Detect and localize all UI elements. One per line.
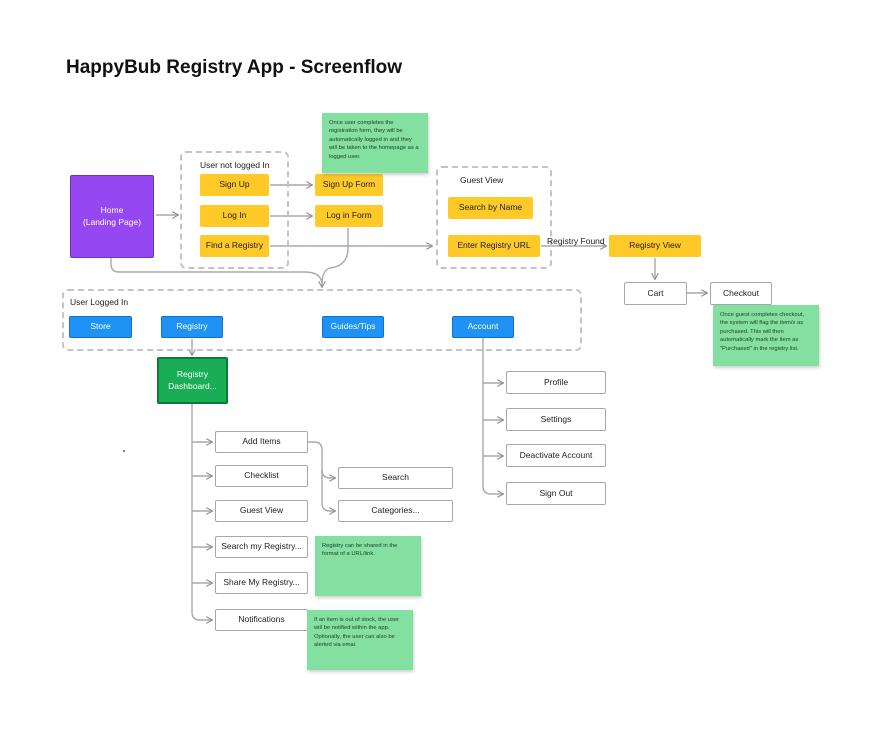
store-node[interactable]: Store <box>69 316 132 338</box>
search-my-registry-node[interactable]: Search my Registry... <box>215 536 308 558</box>
note-registration: Once user completes the registration for… <box>322 113 428 173</box>
cart-node[interactable]: Cart <box>624 282 687 305</box>
registry-node[interactable]: Registry <box>161 316 223 338</box>
checkout-node[interactable]: Checkout <box>710 282 772 305</box>
registry-found-label: Registry Found <box>547 236 605 246</box>
add-items-node[interactable]: Add Items <box>215 431 308 453</box>
group-logged-in-label: User Logged In <box>70 297 129 307</box>
checklist-node[interactable]: Checklist <box>215 465 308 487</box>
find-a-registry-node[interactable]: Find a Registry <box>200 235 269 257</box>
log-in-form-node[interactable]: Log in Form <box>315 205 383 227</box>
notifications-node[interactable]: Notifications <box>215 609 308 631</box>
deactivate-account-node[interactable]: Deactivate Account <box>506 444 606 467</box>
log-in-node[interactable]: Log In <box>200 205 269 227</box>
group-guest-view-label: Guest View <box>460 175 504 185</box>
search-node[interactable]: Search <box>338 467 453 489</box>
group-not-logged-in-label: User not logged In <box>200 160 270 170</box>
guides-tips-node[interactable]: Guides/Tips <box>322 316 384 338</box>
search-by-name-node[interactable]: Search by Name <box>448 197 533 219</box>
registry-view-node[interactable]: Registry View <box>609 235 701 257</box>
sign-out-node[interactable]: Sign Out <box>506 482 606 505</box>
account-node[interactable]: Account <box>452 316 514 338</box>
note-out-of-stock: If an item is out of stock, the user wil… <box>307 610 413 670</box>
group-not-logged-in <box>180 151 289 269</box>
categories-node[interactable]: Categories... <box>338 500 453 522</box>
share-my-registry-node[interactable]: Share My Registry... <box>215 572 308 594</box>
settings-node[interactable]: Settings <box>506 408 606 431</box>
group-guest-view <box>436 166 552 269</box>
page-title: HappyBub Registry App - Screenflow <box>66 57 403 78</box>
enter-registry-url-node[interactable]: Enter Registry URL <box>448 235 540 257</box>
profile-node[interactable]: Profile <box>506 371 606 394</box>
home-landing-page-node[interactable]: Home (Landing Page) <box>70 175 154 258</box>
note-checkout: Once guest completes checkout, the syste… <box>713 305 819 366</box>
registry-dashboard-node[interactable]: Registry Dashboard... <box>157 357 228 404</box>
sign-up-form-node[interactable]: Sign Up Form <box>315 174 383 196</box>
sign-up-node[interactable]: Sign Up <box>200 174 269 196</box>
guest-view-node[interactable]: Guest View <box>215 500 308 522</box>
note-share-registry: Registry can be shared in the format of … <box>315 536 421 596</box>
group-logged-in <box>62 289 582 351</box>
